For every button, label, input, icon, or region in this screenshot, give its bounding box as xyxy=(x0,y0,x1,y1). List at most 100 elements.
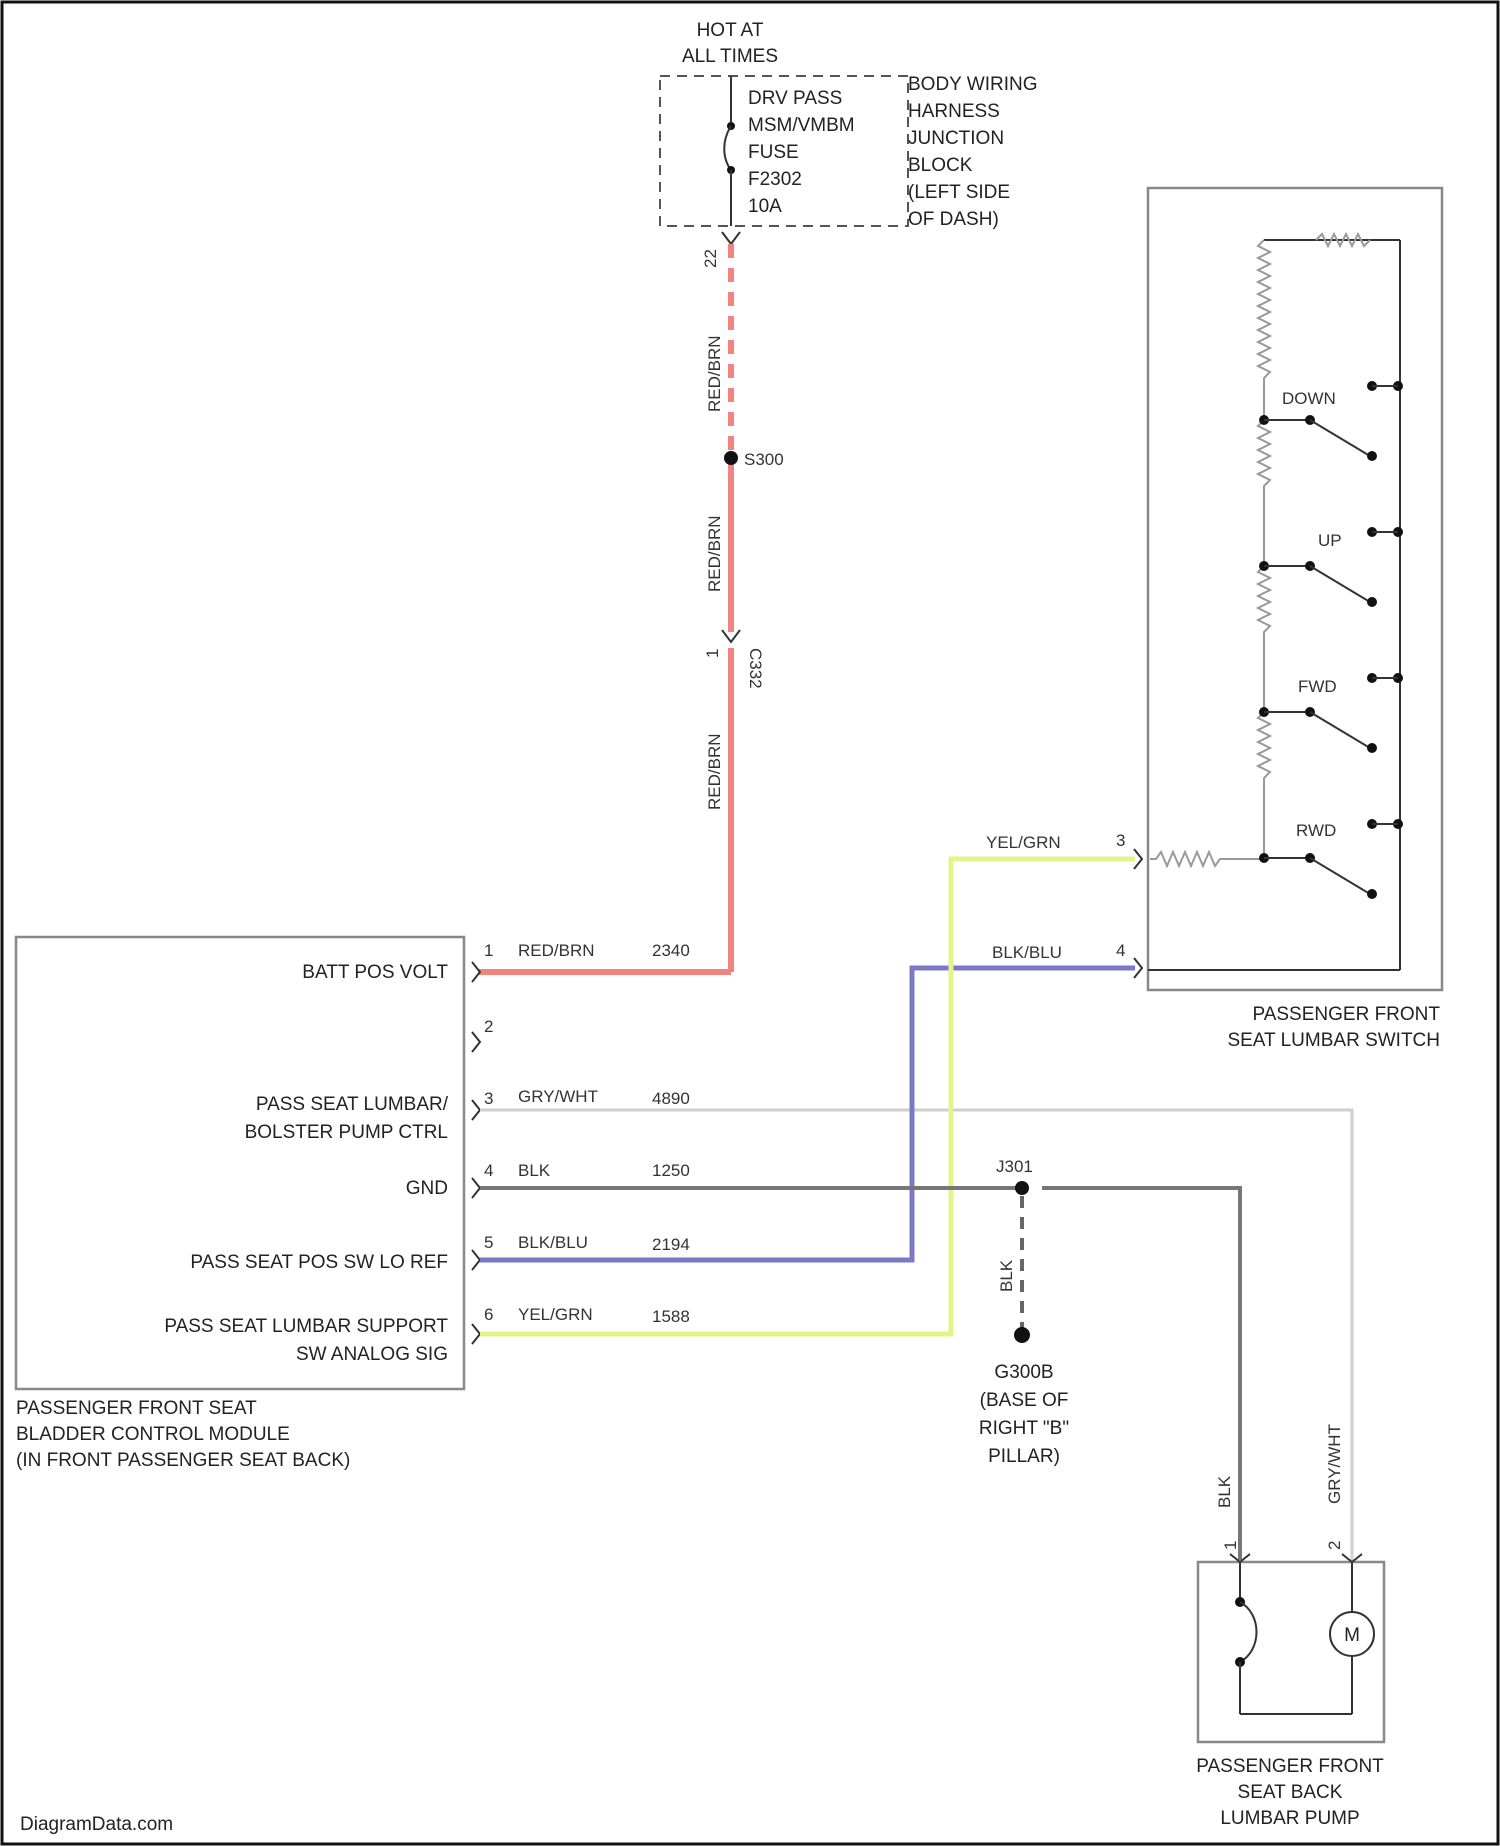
switch-pin-4-number: 4 xyxy=(1116,941,1125,960)
location-text-3: JUNCTION xyxy=(908,128,1004,149)
switch-pos-fwd: FWD xyxy=(1298,677,1337,696)
ground-wire-label: BLK xyxy=(997,1259,1016,1292)
middle-wire-label: RED/BRN xyxy=(705,515,724,592)
pin-3-circuit: 4890 xyxy=(652,1089,690,1108)
resistor-1 xyxy=(1258,240,1270,420)
location-text-4: BLOCK xyxy=(908,155,973,176)
resistor-2 xyxy=(1258,420,1270,566)
pump-pressure-switch-icon xyxy=(1240,1602,1257,1662)
main-feed: RED/BRN S300 RED/BRN 1 C332 RED/BRN xyxy=(478,244,784,972)
switch-name-1: PASSENGER FRONT xyxy=(1252,1004,1440,1025)
switch-pos-up: UP xyxy=(1318,531,1342,550)
resistor-4 xyxy=(1258,712,1270,858)
pin-1-label: BATT POS VOLT xyxy=(302,962,448,983)
ground-name-1: G300B xyxy=(994,1362,1053,1383)
lower-wire-label: RED/BRN xyxy=(705,733,724,810)
fwd-blade xyxy=(1310,712,1370,748)
pump-name-2: SEAT BACK xyxy=(1238,1782,1343,1803)
fuse-text-4: F2302 xyxy=(748,169,802,190)
pin-6-label-1: PASS SEAT LUMBAR SUPPORT xyxy=(164,1316,448,1337)
upper-wire-label: RED/BRN xyxy=(705,335,724,412)
ground-name-4: PILLAR) xyxy=(988,1446,1060,1467)
fuse-text-5: 10A xyxy=(748,196,782,217)
switch-pin-3-wire: YEL/GRN xyxy=(986,833,1061,852)
pin-4-label: GND xyxy=(406,1178,448,1199)
pin-3-wire: GRY/WHT xyxy=(518,1087,598,1106)
lumbar-switch: PASSENGER FRONT SEAT LUMBAR SWITCH DOWN … xyxy=(986,188,1442,1051)
pin-3-label-1: PASS SEAT LUMBAR/ xyxy=(256,1094,449,1115)
pin-3-number: 3 xyxy=(484,1089,493,1108)
switch-name-2: SEAT LUMBAR SWITCH xyxy=(1227,1030,1440,1051)
pin-6-wire: YEL/GRN xyxy=(518,1305,593,1324)
pin-4-circuit: 1250 xyxy=(652,1161,690,1180)
inline-connector-name: C332 xyxy=(746,648,765,689)
fuse-block: HOT AT ALL TIMES DRV PASS MSM/VMBM FUSE … xyxy=(660,20,1038,268)
switch-pin-3-number: 3 xyxy=(1116,831,1125,850)
resistor-3 xyxy=(1258,566,1270,712)
ground-name-2: (BASE OF xyxy=(980,1390,1069,1411)
switch-box xyxy=(1148,188,1442,990)
location-text-5: (LEFT SIDE xyxy=(908,182,1010,203)
fuse-text-3: FUSE xyxy=(748,142,799,163)
module-name-2: BLADDER CONTROL MODULE xyxy=(16,1424,290,1445)
pin-5-wire: BLK/BLU xyxy=(518,1233,588,1252)
switch-pin-4-wire: BLK/BLU xyxy=(992,943,1062,962)
pin-4-terminal xyxy=(472,1178,480,1198)
pin-2-terminal xyxy=(472,1032,480,1052)
splice-j301-label: J301 xyxy=(996,1157,1033,1176)
pump-name-1: PASSENGER FRONT xyxy=(1196,1756,1384,1777)
pin-6-label-2: SW ANALOG SIG xyxy=(296,1344,448,1365)
down-blade xyxy=(1310,420,1370,456)
fwd-contact-lower xyxy=(1367,743,1377,753)
fuse-text-1: DRV PASS xyxy=(748,88,842,109)
all-times-label: ALL TIMES xyxy=(682,46,778,67)
motor-label: M xyxy=(1344,1625,1360,1646)
switch-pin-4-terminal xyxy=(1134,958,1142,978)
pin-2-number: 2 xyxy=(484,1017,493,1036)
pin-1-wire: RED/BRN xyxy=(518,941,595,960)
module-name-3: (IN FRONT PASSENGER SEAT BACK) xyxy=(16,1450,350,1471)
pump-pin-1-number: 1 xyxy=(1221,1541,1240,1550)
pin-3-label-2: BOLSTER PUMP CTRL xyxy=(245,1122,448,1143)
location-text-2: HARNESS xyxy=(908,101,1000,122)
rwd-contact-lower xyxy=(1367,889,1377,899)
rwd-blade xyxy=(1310,858,1370,894)
blk-blu-wire xyxy=(480,968,1135,1260)
input-resistor xyxy=(1150,852,1264,866)
ground-name-3: RIGHT "B" xyxy=(979,1418,1069,1439)
pin-4-number: 4 xyxy=(484,1161,493,1180)
pin-3-terminal xyxy=(472,1100,480,1120)
top-resistor xyxy=(1316,234,1370,246)
pin-6-terminal xyxy=(472,1324,480,1344)
pin-1-circuit: 2340 xyxy=(652,941,690,960)
pump-pin-2-number: 2 xyxy=(1325,1541,1344,1550)
fuse-icon xyxy=(724,126,731,170)
fuse-pin-number: 22 xyxy=(701,249,720,268)
pin-5-terminal xyxy=(472,1250,480,1270)
fuse-text-2: MSM/VMBM xyxy=(748,115,855,136)
switch-pos-down: DOWN xyxy=(1282,389,1336,408)
hot-at-label: HOT AT xyxy=(697,20,764,41)
pin-4-wire: BLK xyxy=(518,1161,551,1180)
pump-name-3: LUMBAR PUMP xyxy=(1220,1808,1359,1829)
switch-pos-rwd: RWD xyxy=(1296,821,1336,840)
ground-icon xyxy=(1014,1327,1030,1343)
switch-pin-3-terminal xyxy=(1134,849,1142,869)
pin-5-number: 5 xyxy=(484,1233,493,1252)
pin-1-number: 1 xyxy=(484,941,493,960)
lumbar-pump: 1 2 BLK GRY/WHT M PASSENGER FRONT SEAT B… xyxy=(1196,1424,1384,1829)
connector-chevron xyxy=(722,232,740,244)
blk-pump-wire xyxy=(1042,1188,1240,1560)
pin-6-number: 6 xyxy=(484,1305,493,1324)
pin-6-circuit: 1588 xyxy=(652,1307,690,1326)
module-name-1: PASSENGER FRONT SEAT xyxy=(16,1398,257,1419)
watermark: DiagramData.com xyxy=(20,1814,173,1835)
pin-5-circuit: 2194 xyxy=(652,1235,690,1254)
location-text-6: OF DASH) xyxy=(908,209,999,230)
pin-1-terminal xyxy=(472,962,480,982)
down-contact-lower xyxy=(1367,451,1377,461)
pin-5-label: PASS SEAT POS SW LO REF xyxy=(190,1252,448,1273)
splice-s300 xyxy=(724,451,738,465)
